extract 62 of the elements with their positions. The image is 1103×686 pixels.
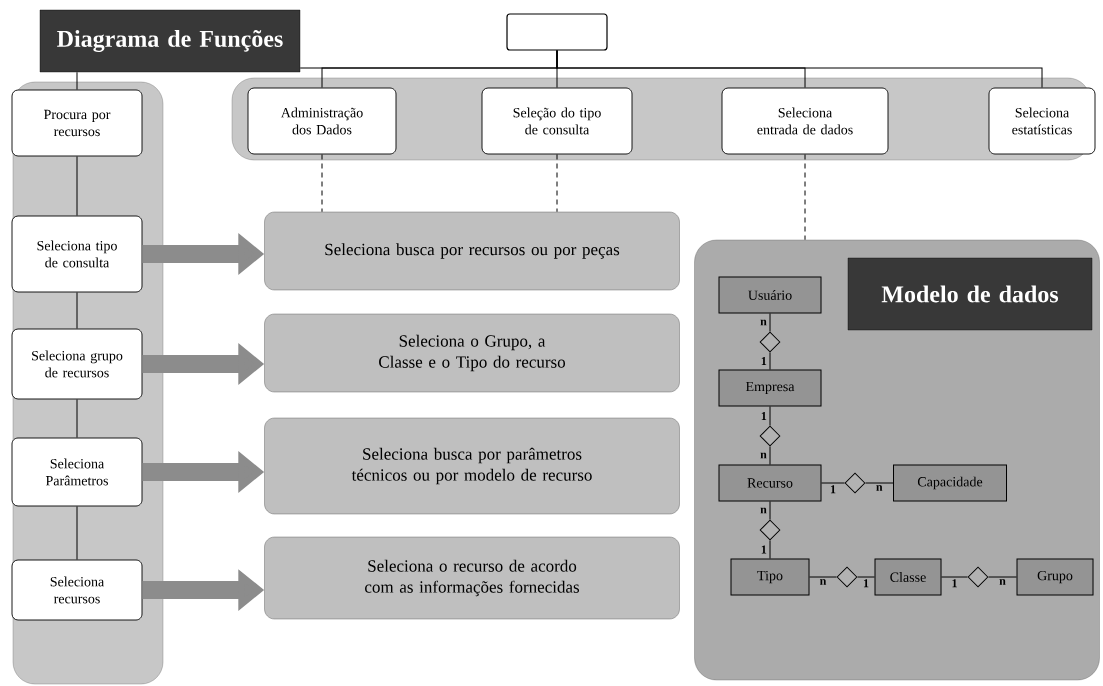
description-box: Seleciona busca por parâmetros técnicos ou por modelo de recurso: [264, 417, 680, 515]
cardinality-label: n: [760, 507, 767, 514]
cardinality-label: 1: [761, 545, 767, 554]
relationship-diamond: [844, 472, 866, 494]
function-box: Seleciona entrada de dados: [721, 87, 889, 155]
function-box: Seleciona grupo de recursos: [11, 328, 143, 400]
cardinality-label: 1: [761, 412, 767, 420]
connector: [809, 576, 837, 578]
connector: [76, 398, 78, 439]
root-box: [506, 13, 608, 51]
cardinality-label: n: [760, 319, 767, 326]
connector: [769, 313, 771, 332]
connector: [769, 540, 771, 559]
entity-box: Usuário: [718, 276, 822, 314]
function-box: Seleciona recursos: [11, 559, 143, 621]
cardinality-label: 1: [761, 357, 767, 365]
connector: [988, 576, 1017, 578]
cardinality-label: 1: [952, 579, 957, 588]
cardinality-label: n: [876, 485, 883, 491]
connector: [769, 446, 771, 465]
connector: [769, 352, 771, 370]
connector: [941, 576, 968, 578]
tree-connector: [556, 50, 1043, 89]
heading-box: Modelo de dados: [847, 257, 1093, 331]
entity-box: Classe: [874, 558, 942, 596]
description-box: Seleciona o Grupo, a Classe e o Tipo do recurso: [264, 313, 680, 393]
function-box: Seleciona Parâmetros: [11, 437, 143, 507]
entity-box: Empresa: [718, 369, 822, 407]
connector: [76, 505, 78, 561]
cardinality-label: n: [820, 579, 827, 585]
relationship-diamond: [967, 566, 989, 588]
description-box: Seleciona busca por recursos ou por peças: [264, 211, 680, 291]
function-box: Seleciona tipo de consulta: [11, 215, 143, 293]
connector: [76, 291, 78, 330]
relationship-diamond: [759, 519, 781, 541]
function-box: Seleciona estatísticas: [988, 87, 1096, 155]
cardinality-label: 1: [863, 579, 869, 588]
cardinality-label: n: [760, 452, 767, 459]
function-box: Administração dos Dados: [247, 87, 397, 155]
tree-connector: [76, 71, 78, 91]
entity-box: Recurso: [718, 464, 822, 502]
connector: [821, 482, 845, 484]
connector: [865, 482, 894, 484]
connector: [857, 576, 875, 578]
connector: [769, 406, 771, 426]
dashed-connector: [556, 153, 558, 213]
dashed-connector: [804, 153, 806, 241]
relationship-diamond: [759, 331, 781, 353]
function-box: Seleção do tipo de consulta: [481, 87, 633, 155]
function-box: Procura por recursos: [11, 89, 143, 157]
description-box: Seleciona o recurso de acordo com as informações fornecidas: [264, 536, 680, 620]
title-box: Diagrama de Funções: [39, 9, 301, 73]
entity-box: Tipo: [730, 558, 810, 596]
entity-box: Grupo: [1016, 558, 1094, 596]
relationship-diamond: [759, 425, 781, 447]
cardinality-label: n: [999, 579, 1006, 585]
connector: [769, 501, 771, 520]
cardinality-label: 1: [830, 485, 836, 494]
dashed-connector: [321, 153, 323, 213]
entity-box: Capacidade: [893, 464, 1007, 502]
connector: [76, 155, 78, 217]
relationship-diamond: [836, 566, 858, 588]
